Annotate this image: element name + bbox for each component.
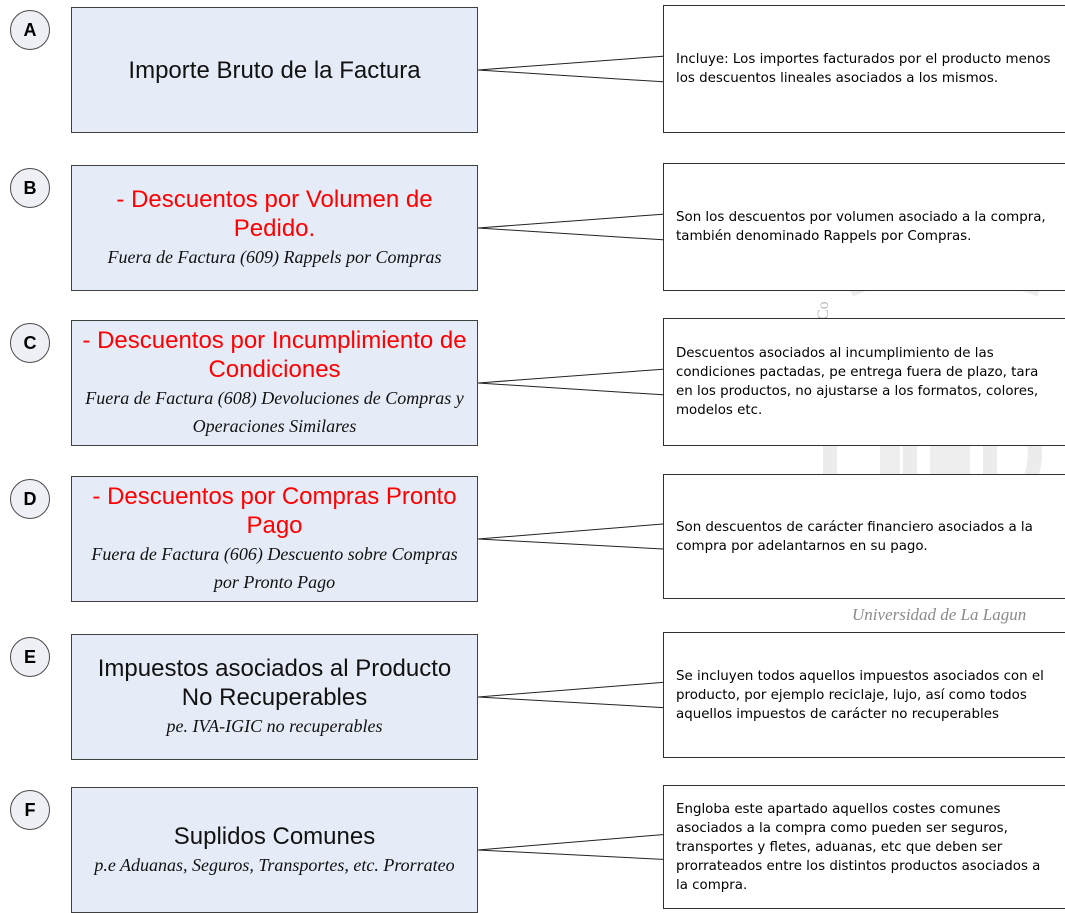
connector-line-b-1: [477, 213, 664, 229]
description-box-c: Descuentos asociados al incumplimiento d…: [663, 318, 1065, 446]
badge-b: B: [10, 168, 50, 208]
connector-line-c-2: [477, 382, 664, 396]
connector-line-b-2: [477, 227, 664, 241]
description-text-f: Engloba este apartado aquellos costes co…: [676, 801, 1041, 893]
concept-box-d: - Descuentos por Compras Pronto Pago Fue…: [71, 476, 478, 602]
description-text-a: Incluye: Los importes facturados por el …: [676, 52, 1051, 86]
concept-box-e: Impuestos asociados al Producto No Recup…: [71, 634, 478, 760]
description-box-e: Se incluyen todos aquellos impuestos aso…: [663, 632, 1065, 758]
concept-title-b: - Descuentos por Volumen de Pedido.: [116, 186, 433, 242]
watermark-text: Universidad de La Lagun: [852, 605, 1027, 624]
connector-line-a-2: [477, 69, 664, 83]
connector-line-c-1: [477, 368, 664, 384]
concept-subtitle-c: Fuera de Factura (608) Devoluciones de C…: [85, 388, 464, 436]
description-box-d: Son descuentos de carácter financiero as…: [663, 474, 1065, 599]
concept-subtitle-f: p.e Aduanas, Seguros, Transportes, etc. …: [94, 854, 455, 875]
concept-box-c: - Descuentos por Incumplimiento de Condi…: [71, 320, 478, 446]
concept-box-a: Importe Bruto de la Factura: [71, 7, 478, 133]
badge-f: F: [10, 790, 50, 830]
connector-line-f-2: [477, 849, 664, 860]
concept-subtitle-e: pe. IVA-IGIC no recuperables: [166, 716, 383, 736]
concept-title-d: - Descuentos por Compras Pronto Pago: [92, 483, 457, 539]
connector-line-d-1: [477, 523, 664, 540]
badge-d: D: [10, 479, 50, 519]
badge-a: A: [10, 10, 50, 50]
badge-c: C: [10, 323, 50, 363]
concept-title-e: Impuestos asociados al Producto No Recup…: [97, 655, 452, 711]
connector-line-e-2: [477, 696, 664, 709]
description-box-a: Incluye: Los importes facturados por el …: [663, 5, 1065, 133]
description-box-b: Son los descuentos por volumen asociado …: [663, 163, 1065, 291]
description-text-b: Son los descuentos por volumen asociado …: [676, 210, 1046, 244]
concept-title-a: Importe Bruto de la Factura: [128, 56, 421, 84]
concept-box-b: - Descuentos por Volumen de Pedido. Fuer…: [71, 165, 478, 291]
concept-subtitle-d: Fuera de Factura (606) Descuento sobre C…: [91, 544, 458, 592]
badge-e: E: [10, 637, 50, 677]
description-text-c: Descuentos asociados al incumplimiento d…: [676, 346, 1039, 418]
description-text-e: Se incluyen todos aquellos impuestos aso…: [676, 668, 1044, 722]
connector-line-a-1: [477, 55, 664, 71]
concept-box-f: Suplidos Comunes p.e Aduanas, Seguros, T…: [71, 787, 478, 913]
connector-line-f-1: [477, 834, 664, 851]
description-text-d: Son descuentos de carácter financiero as…: [676, 519, 1033, 554]
connector-line-e-1: [477, 681, 664, 698]
concept-title-c: - Descuentos por Incumplimiento de Condi…: [82, 327, 467, 383]
description-box-f: Engloba este apartado aquellos costes co…: [663, 785, 1065, 909]
connector-line-d-2: [477, 538, 664, 550]
concept-subtitle-b: Fuera de Factura (609) Rappels por Compr…: [107, 247, 442, 267]
concept-title-f: Suplidos Comunes: [173, 822, 376, 850]
